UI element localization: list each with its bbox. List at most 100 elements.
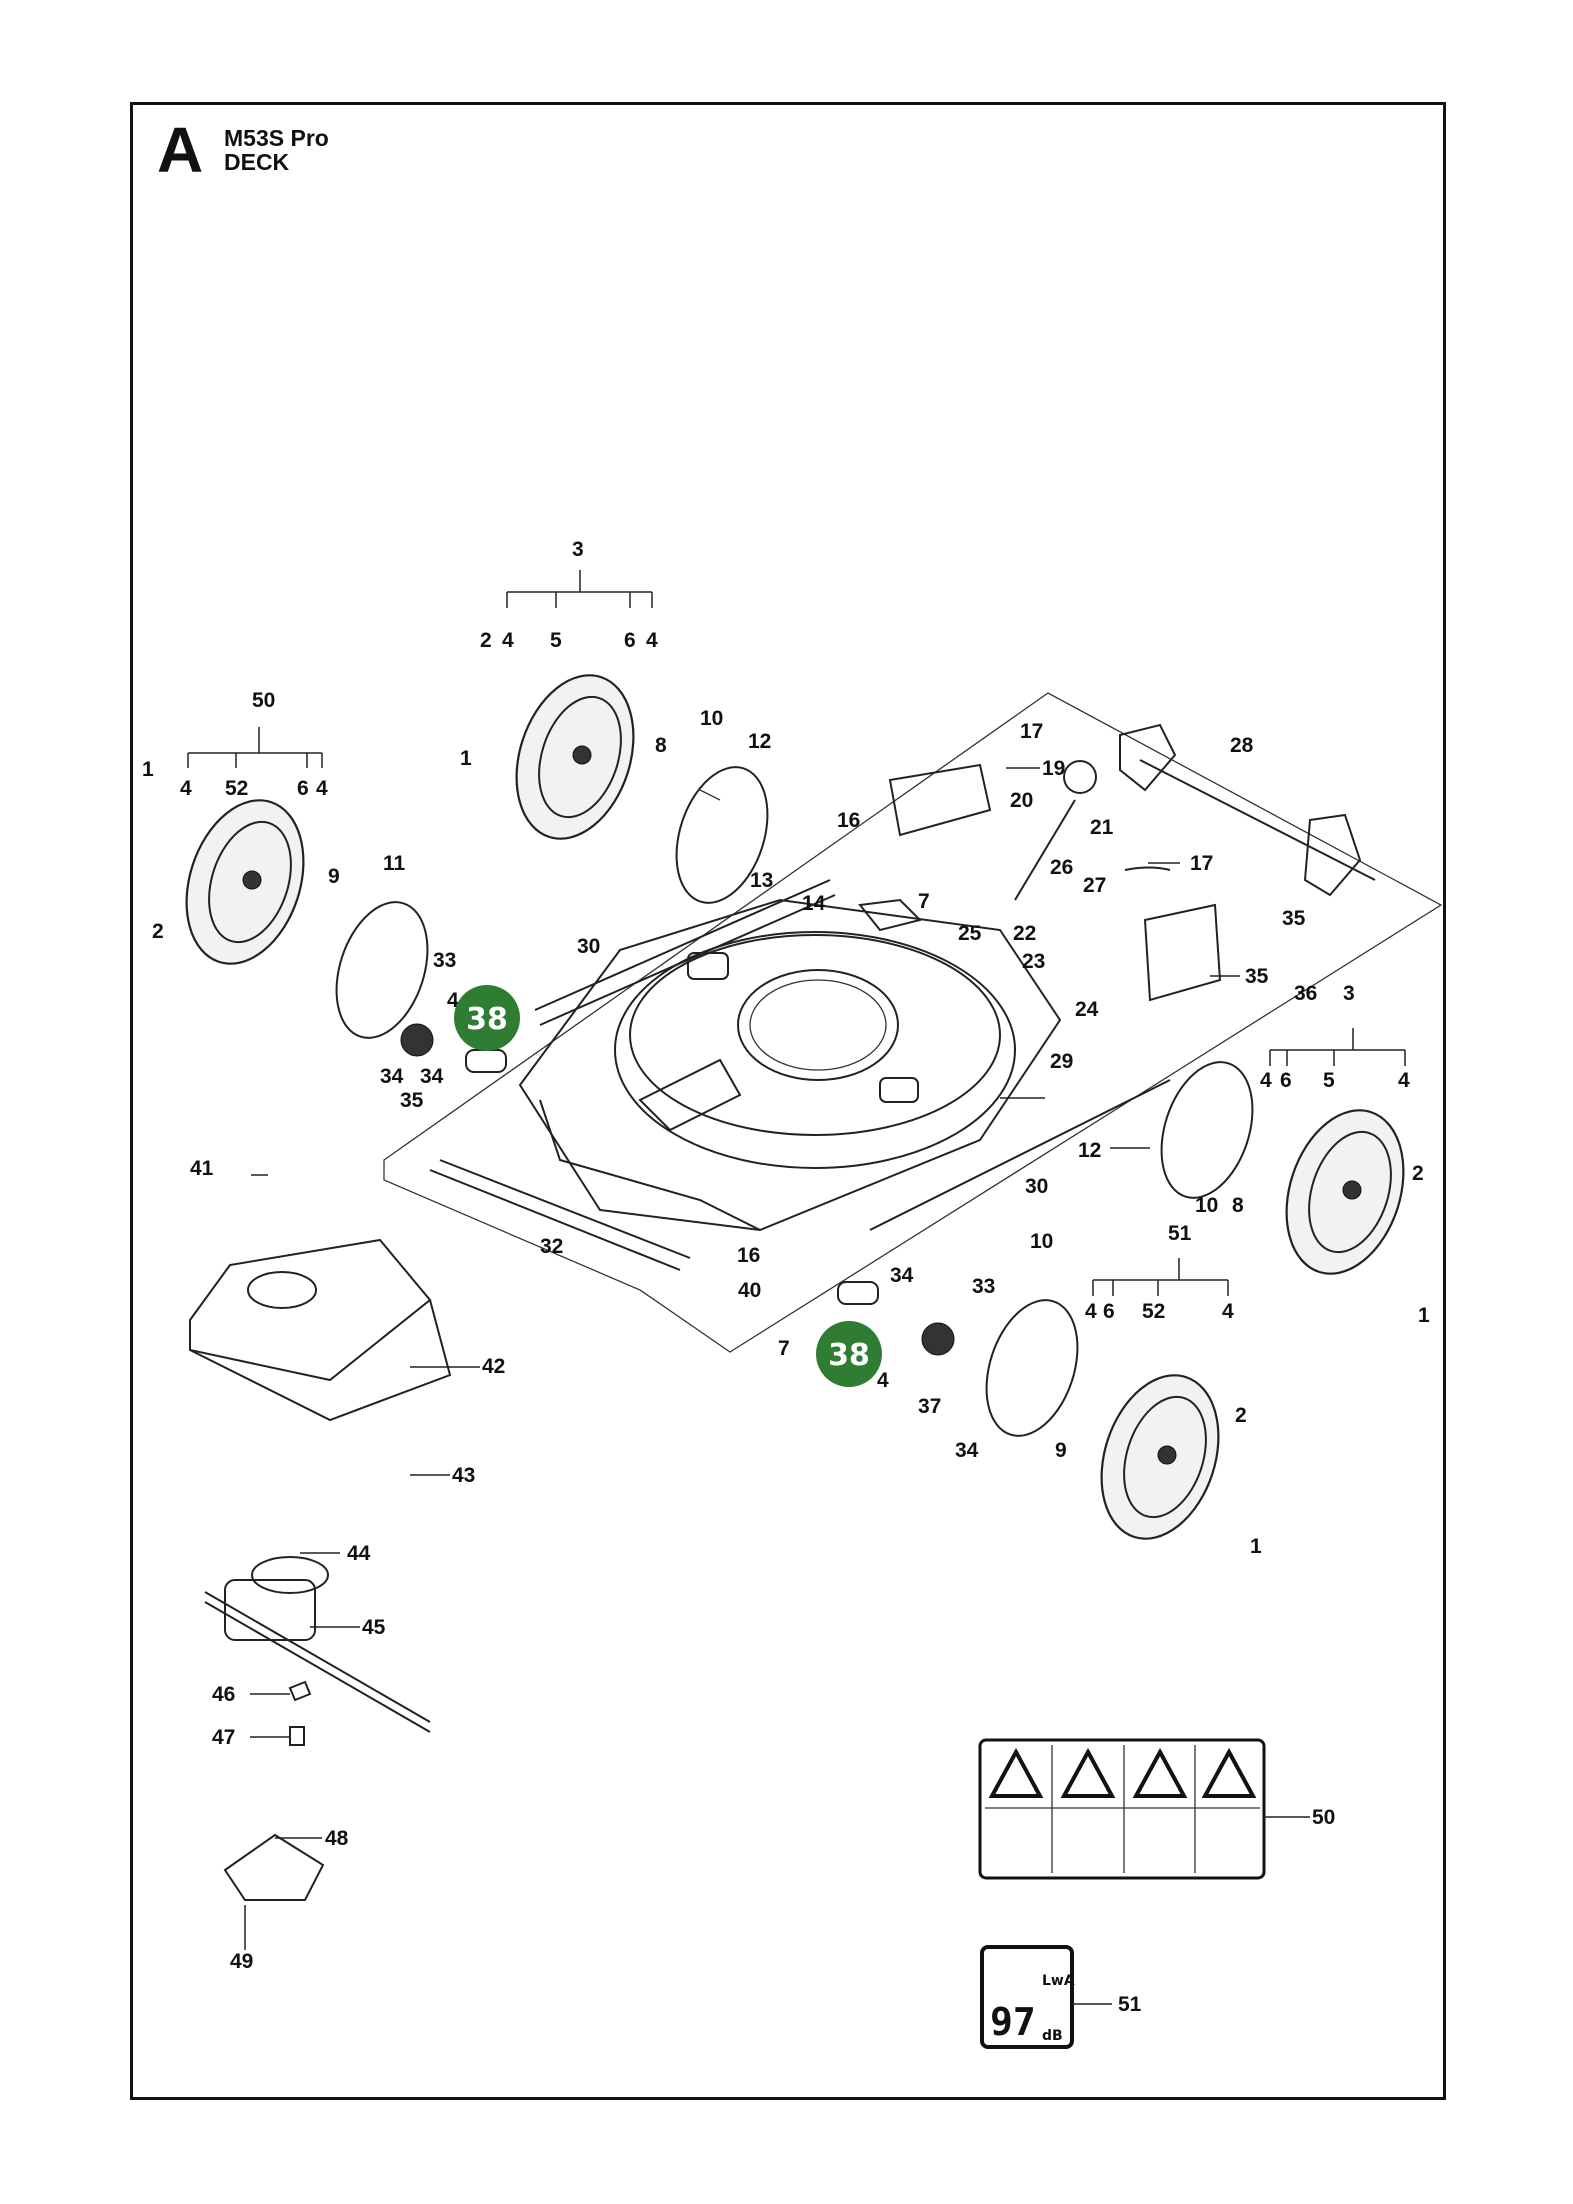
callout: 30 <box>577 935 600 958</box>
boundary-segment <box>699 789 721 801</box>
front-axle-30-edge <box>539 894 836 1026</box>
callout: 4 <box>1222 1300 1234 1323</box>
callout: 23 <box>1022 950 1045 973</box>
callout: 6 <box>1280 1069 1292 1092</box>
callout: 45 <box>362 1616 386 1639</box>
highlight-callout-38-upper[interactable]: 38 <box>454 985 520 1051</box>
callout: 10 <box>1030 1230 1053 1253</box>
axle-bracket <box>1303 813 1362 897</box>
callout: 12 <box>748 730 771 753</box>
highlight-callout-38-lower[interactable]: 38 <box>816 1321 882 1387</box>
callout: 51 <box>1118 1993 1142 2016</box>
callout: 34 <box>955 1439 979 1462</box>
leader-lines <box>244 767 1310 2005</box>
callout: 10 <box>1195 1194 1218 1217</box>
hub-cap-10 <box>675 766 769 904</box>
lever-plate-16 <box>888 763 992 837</box>
callout: 9 <box>1055 1439 1067 1462</box>
callout: 9 <box>328 865 340 888</box>
callout: 24 <box>1075 998 1099 1021</box>
callout: 32 <box>540 1235 563 1258</box>
callout: 3 <box>572 538 584 561</box>
callout: 50 <box>1312 1806 1335 1829</box>
hub-cap-11 <box>335 901 429 1039</box>
highlight-label: 38 <box>466 1002 508 1037</box>
callout: 7 <box>918 890 930 913</box>
discharge-cover-42 <box>189 1238 452 1422</box>
lever-21 <box>1014 799 1076 901</box>
callout: 4 <box>1085 1300 1097 1323</box>
bushing-38 <box>837 1281 879 1305</box>
callout: 3 <box>1343 982 1355 1005</box>
callout: 47 <box>212 1726 235 1749</box>
noise-label-51: 97 LwA dB <box>980 1945 1075 2049</box>
callout: 6 <box>624 629 636 652</box>
bracket-36 <box>1143 903 1222 1002</box>
group-brackets <box>187 570 1406 1296</box>
callout-labels: 3 2 4 5 6 4 1 8 10 12 17 19 28 16 20 21 … <box>142 538 1430 2016</box>
callout: 35 <box>1245 965 1269 988</box>
warning-sticker-50 <box>978 1738 1266 1880</box>
knob-18 <box>1063 760 1097 794</box>
callout: 49 <box>230 1950 253 1973</box>
callout: 41 <box>190 1157 214 1180</box>
wheel-bottom <box>1100 1374 1220 1540</box>
noise-label-value: 97 <box>990 2000 1036 2044</box>
callout: 51 <box>1168 1222 1192 1245</box>
callout: 4 <box>447 989 459 1012</box>
callout: 5 <box>550 629 562 652</box>
spring-17 <box>1124 866 1171 871</box>
callout: 19 <box>1042 757 1065 780</box>
callout: 21 <box>1090 816 1114 839</box>
mower-deck <box>518 898 1062 1232</box>
section-letter: A <box>157 114 204 186</box>
callout: 7 <box>778 1337 790 1360</box>
spring-47 <box>289 1726 305 1746</box>
hub-cap-10 <box>1160 1061 1254 1199</box>
callout: 52 <box>1142 1300 1165 1323</box>
callout: 2 <box>480 629 492 652</box>
diagram-frame <box>130 102 1446 2100</box>
callout: 1 <box>460 747 472 770</box>
callout: 40 <box>738 1279 761 1302</box>
callout: 35 <box>400 1089 424 1112</box>
callout: 5 <box>1323 1069 1335 1092</box>
gear-35 <box>400 1023 434 1057</box>
callout: 16 <box>737 1244 760 1267</box>
callout: 12 <box>1078 1139 1101 1162</box>
callout: 50 <box>252 689 275 712</box>
highlight-circle <box>454 985 520 1051</box>
callout: 48 <box>325 1827 349 1850</box>
height-axle-32-edge <box>439 1159 691 1259</box>
wheel-left <box>185 799 305 965</box>
callout: 8 <box>655 734 667 757</box>
callout: 1 <box>142 758 154 781</box>
callout: 8 <box>1232 1194 1244 1217</box>
callout: 6 <box>297 777 309 800</box>
highlight-label: 38 <box>828 1338 870 1373</box>
callout: 33 <box>972 1275 995 1298</box>
callout: 20 <box>1010 789 1033 812</box>
callout: 36 <box>1294 982 1317 1005</box>
model-title-block: M53S Pro DECK <box>224 126 329 174</box>
callout: 22 <box>1013 922 1036 945</box>
rear-axle-30 <box>869 1079 1171 1231</box>
callout: 4 <box>1260 1069 1272 1092</box>
callout: 43 <box>452 1464 475 1487</box>
front-axle-30 <box>534 879 831 1011</box>
callout: 11 <box>383 852 406 875</box>
callout: 14 <box>802 892 826 915</box>
wheel-top <box>515 674 635 840</box>
callout: 4 <box>180 777 192 800</box>
model-name: M53S Pro <box>224 125 329 151</box>
tray-49 <box>223 1833 325 1901</box>
hub-cap-11 <box>985 1299 1079 1437</box>
noise-label-unit: dB <box>1042 2028 1063 2044</box>
callout: 10 <box>700 707 723 730</box>
callout: 52 <box>225 777 248 800</box>
callout: 1 <box>1418 1304 1430 1327</box>
callout: 13 <box>750 869 773 892</box>
key-46 <box>288 1680 312 1702</box>
callout: 37 <box>918 1395 941 1418</box>
